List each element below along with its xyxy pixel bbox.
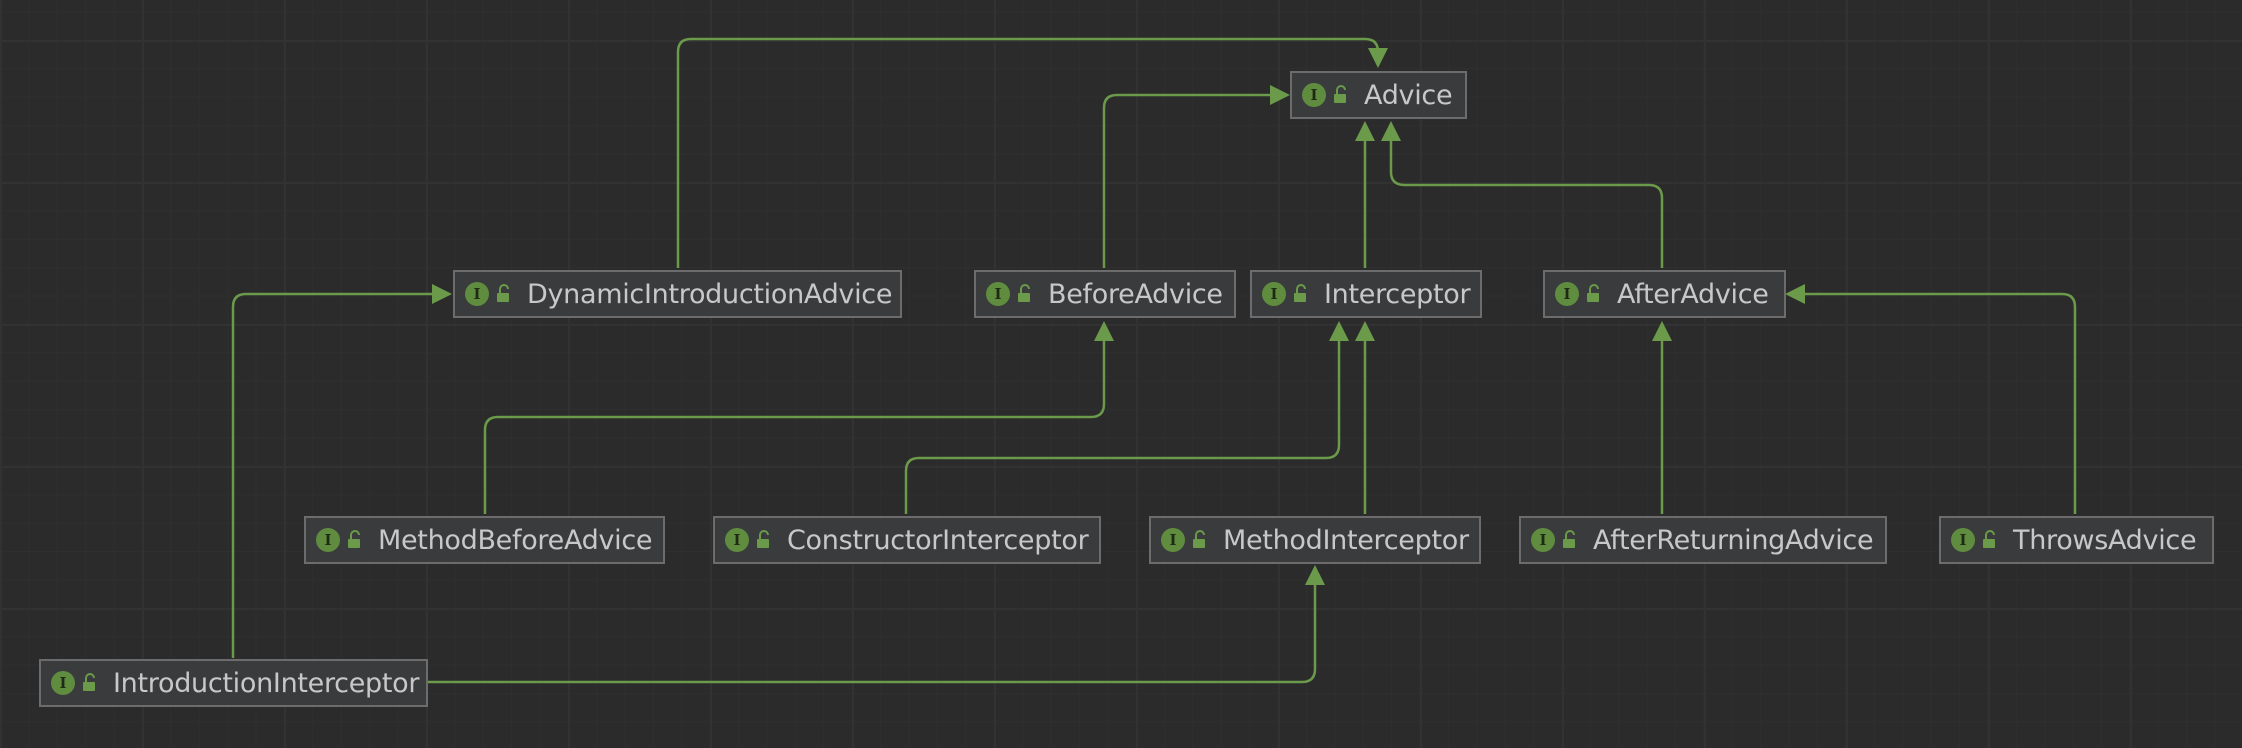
node-label: AfterAdvice — [1617, 278, 1769, 310]
edge-throws-advice-to-after-advice — [1800, 292, 2077, 514]
node-label: AfterReturningAdvice — [1593, 524, 1874, 556]
node-advice[interactable]: I Advice — [1290, 71, 1467, 119]
node-method-interceptor[interactable]: I MethodInterceptor — [1149, 516, 1481, 564]
node-label: DynamicIntroductionAdvice — [527, 278, 893, 310]
interface-icon: I — [1555, 282, 1579, 306]
interface-icon: I — [316, 528, 340, 552]
interface-icon: I — [986, 282, 1010, 306]
unlocked-icon — [1983, 530, 1995, 548]
unlocked-icon — [757, 530, 769, 548]
arrowhead-to-after-advice-bottom — [1652, 321, 1672, 341]
arrowhead-to-interceptor-left — [1329, 321, 1349, 341]
interface-icon: I — [725, 528, 749, 552]
interface-icon: I — [465, 282, 489, 306]
arrowhead-to-after-advice-right — [1785, 284, 1805, 304]
unlocked-icon — [83, 673, 95, 691]
node-label: Advice — [1364, 79, 1453, 111]
arrowhead-to-advice-left — [1270, 85, 1290, 105]
unlocked-icon — [1193, 530, 1205, 548]
unlocked-icon — [1563, 530, 1575, 548]
interface-icon: I — [1161, 528, 1185, 552]
edge-introduction-interceptor-to-dynamic-introduction-advice — [231, 292, 432, 658]
edge-dynamic-introduction-advice-to-advice — [676, 37, 1380, 268]
arrowhead-to-advice-bottom-left — [1355, 121, 1375, 141]
node-constructor-interceptor[interactable]: I ConstructorInterceptor — [713, 516, 1101, 564]
edge-before-advice-to-advice — [1102, 93, 1270, 268]
node-label: ConstructorInterceptor — [787, 524, 1089, 556]
edge-after-advice-to-advice — [1389, 128, 1664, 268]
interface-icon: I — [51, 671, 75, 695]
arrowhead-to-method-interceptor — [1305, 565, 1325, 585]
unlocked-icon — [1334, 85, 1346, 103]
node-label: Interceptor — [1324, 278, 1471, 310]
node-introduction-interceptor[interactable]: I IntroductionInterceptor — [39, 659, 428, 707]
unlocked-icon — [1587, 284, 1599, 302]
interface-icon: I — [1262, 282, 1286, 306]
edge-method-before-advice-to-before-advice — [483, 328, 1106, 514]
node-method-before-advice[interactable]: I MethodBeforeAdvice — [304, 516, 665, 564]
node-after-returning-advice[interactable]: I AfterReturningAdvice — [1519, 516, 1887, 564]
node-label: MethodInterceptor — [1223, 524, 1469, 556]
node-label: BeforeAdvice — [1048, 278, 1223, 310]
edge-introduction-interceptor-to-method-interceptor — [428, 572, 1317, 684]
node-interceptor[interactable]: I Interceptor — [1250, 270, 1482, 318]
arrowhead-to-advice-bottom-right — [1381, 121, 1401, 141]
arrowhead-to-interceptor-right — [1355, 321, 1375, 341]
arrowhead-to-dynamic-introduction-advice — [432, 284, 452, 304]
interface-icon: I — [1302, 83, 1326, 107]
node-label: ThrowsAdvice — [2013, 524, 2197, 556]
node-label: MethodBeforeAdvice — [378, 524, 653, 556]
node-before-advice[interactable]: I BeforeAdvice — [974, 270, 1236, 318]
unlocked-icon — [1294, 284, 1306, 302]
unlocked-icon — [497, 284, 509, 302]
interface-icon: I — [1531, 528, 1555, 552]
node-dynamic-introduction-advice[interactable]: I DynamicIntroductionAdvice — [453, 270, 902, 318]
unlocked-icon — [1018, 284, 1030, 302]
interface-icon: I — [1951, 528, 1975, 552]
node-after-advice[interactable]: I AfterAdvice — [1543, 270, 1786, 318]
arrowhead-to-advice-top — [1368, 48, 1388, 68]
node-throws-advice[interactable]: I ThrowsAdvice — [1939, 516, 2214, 564]
node-label: IntroductionInterceptor — [113, 667, 420, 699]
arrowhead-to-before-advice — [1094, 321, 1114, 341]
unlocked-icon — [348, 530, 360, 548]
edge-constructor-interceptor-to-interceptor — [904, 328, 1341, 514]
